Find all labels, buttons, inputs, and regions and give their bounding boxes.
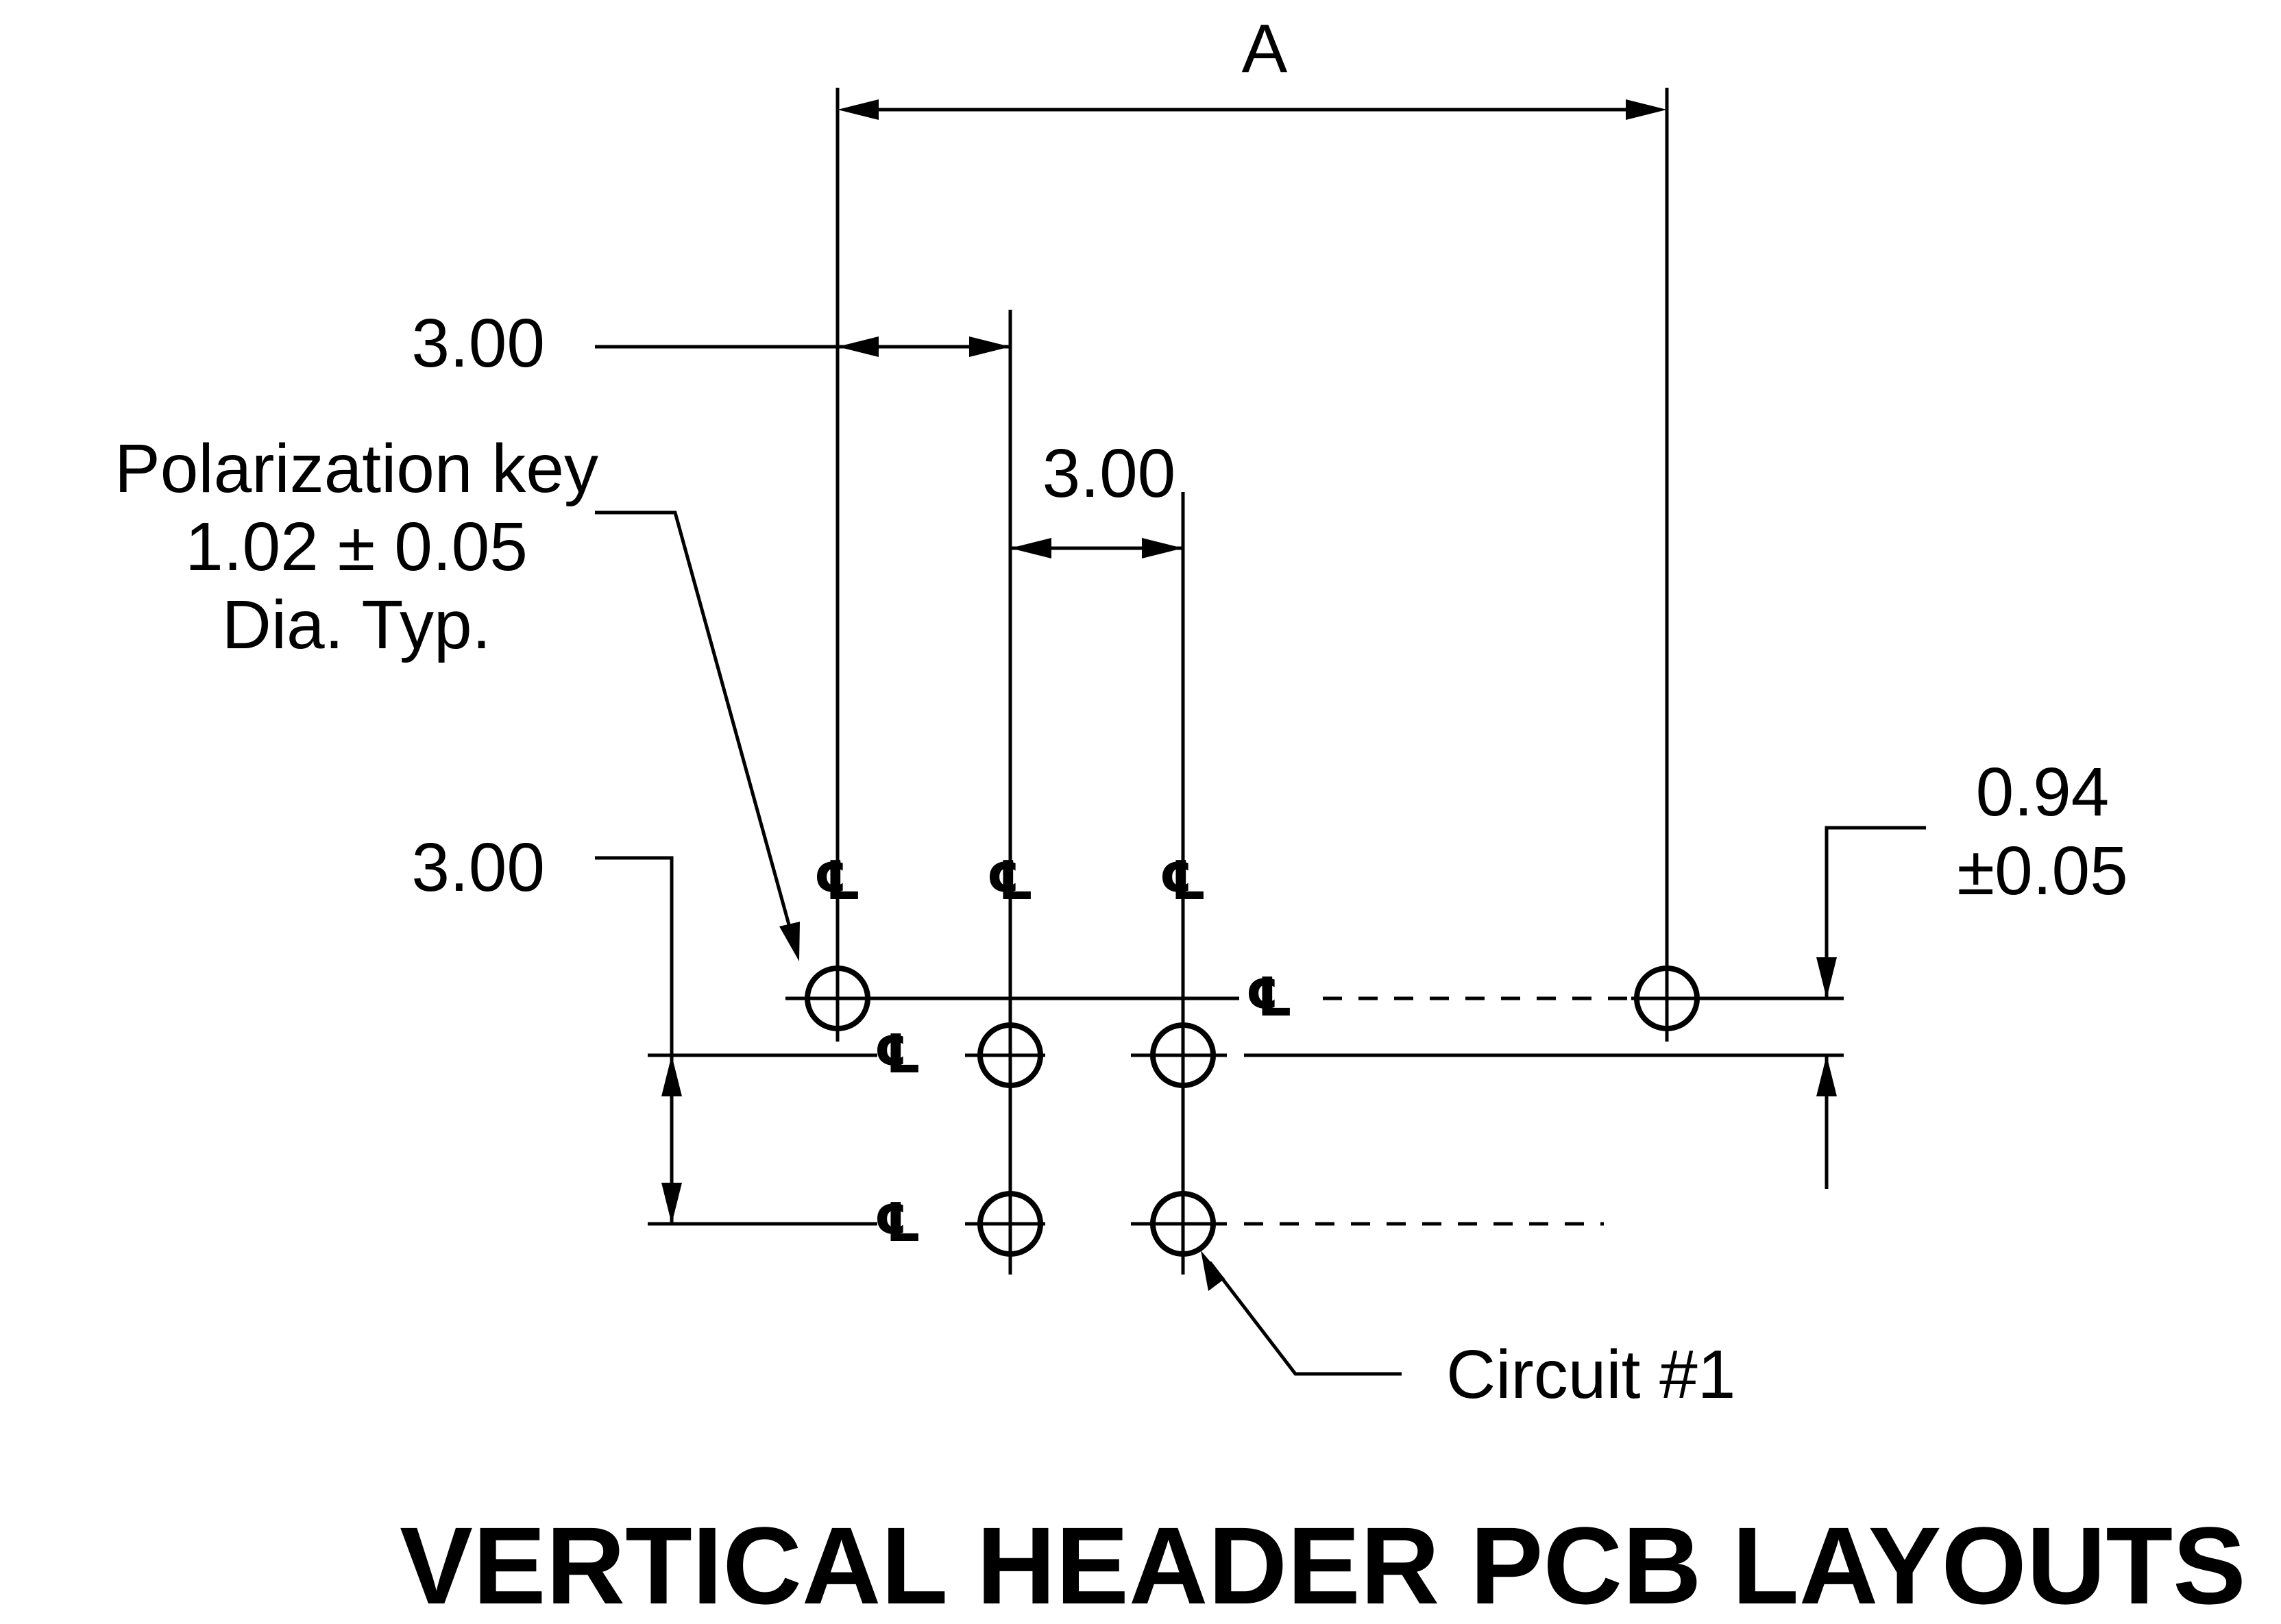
polarization-hole-left	[805, 965, 870, 1031]
centerline-symbol: ℄	[986, 850, 1034, 911]
centerline-symbol: ℄	[1245, 967, 1293, 1027]
centerlines-horizontal	[648, 996, 1844, 1226]
dimension-offset-tolerance: ±0.05	[1957, 833, 2128, 909]
dimension-pitch-mid-label: 3.00	[1042, 435, 1176, 512]
polarization-key-label: Polarization key	[114, 430, 598, 507]
dimension-a: A	[835, 10, 1669, 1042]
polarization-hole-right	[1634, 965, 1700, 1031]
dimension-pitch-mid: 3.00	[1010, 435, 1185, 1275]
centerline-symbol: ℄	[874, 1024, 922, 1084]
dimension-pitch-left-label: 3.00	[411, 305, 545, 382]
dimension-offset: 0.94 ±0.05	[1816, 754, 2128, 1189]
centerline-symbol: ℄	[874, 1192, 922, 1253]
circuit-1-callout: Circuit #1	[1201, 1251, 1735, 1413]
polarization-key-callout: Polarization key 1.02 ± 0.05 Dia. Typ.	[114, 430, 800, 961]
centerline-symbol: ℄	[1159, 850, 1207, 911]
holes	[805, 965, 1700, 1257]
contact-hole	[1150, 1022, 1216, 1088]
dimension-row-pitch-label: 3.00	[411, 829, 545, 906]
drawing-title: VERTICAL HEADER PCB LAYOUTS	[400, 1504, 2246, 1624]
polarization-key-type: Dia. Typ.	[222, 587, 491, 663]
circuit-1-label: Circuit #1	[1446, 1336, 1735, 1413]
contact-hole	[977, 1022, 1043, 1088]
centerline-symbols: ℄ ℄ ℄ ℄ ℄ ℄	[814, 850, 1293, 1253]
dimension-offset-value: 0.94	[1976, 754, 2110, 831]
polarization-key-diameter: 1.02 ± 0.05	[185, 508, 528, 585]
dimension-row-pitch: 3.00	[411, 829, 682, 1224]
centerline-symbol: ℄	[814, 850, 862, 911]
dimension-pitch-left: 3.00	[411, 305, 1012, 1275]
contact-hole	[977, 1191, 1043, 1257]
dimension-a-label: A	[1242, 10, 1288, 87]
contact-hole-circuit-1	[1150, 1191, 1216, 1257]
